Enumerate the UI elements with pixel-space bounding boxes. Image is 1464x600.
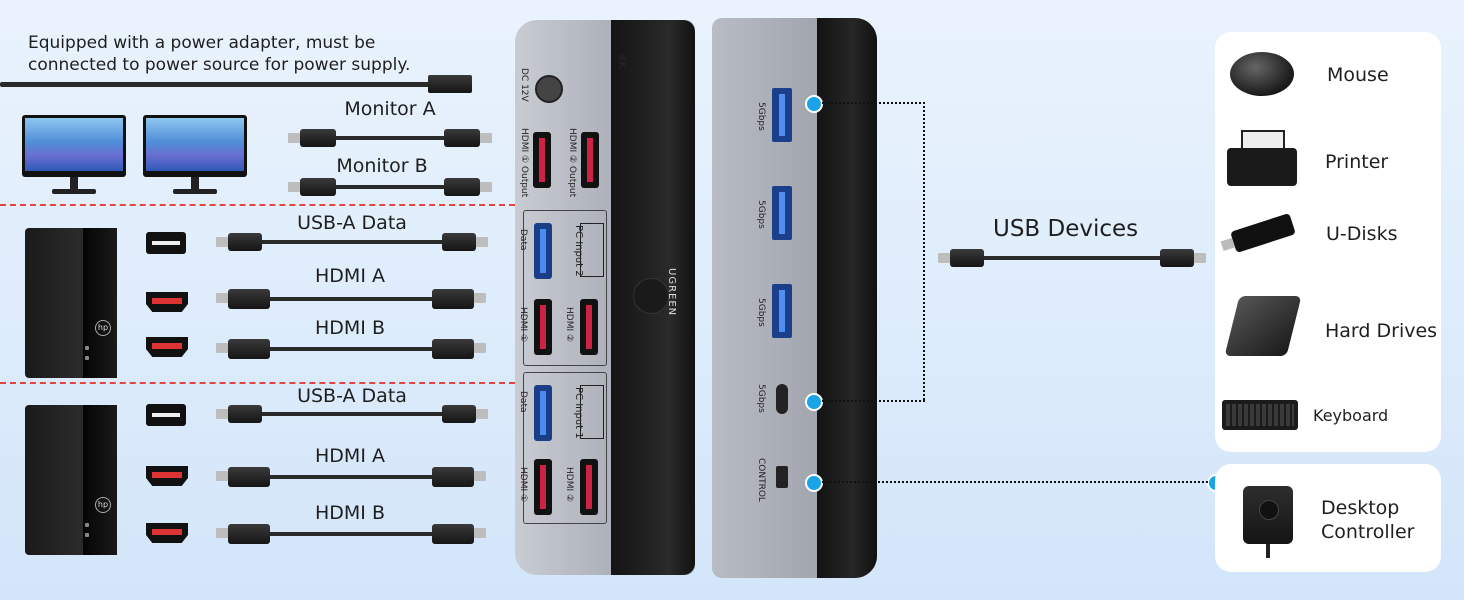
pc-tower-icon: hp: [25, 228, 117, 378]
pc-tower-icon: hp: [25, 405, 117, 555]
printer-icon: [1227, 130, 1297, 186]
hdmi-port: [534, 459, 552, 515]
hdmi-output-2-label: HDMI ② Output: [567, 128, 577, 198]
hdmi-plug-icon: [432, 339, 486, 359]
monitor-b-icon: [143, 115, 247, 195]
usb-c-port: [776, 384, 788, 414]
usb-plug-icon: [1160, 249, 1206, 267]
usb-cable: [235, 412, 475, 416]
device-label-printer: Printer: [1325, 151, 1389, 173]
pc2-hdmi-a-label: HDMI A: [315, 445, 385, 467]
dc-label: DC 12V: [519, 68, 529, 102]
switch-button[interactable]: [633, 278, 669, 314]
hdmi-port: [580, 299, 598, 355]
hdmi-port: [580, 459, 598, 515]
power-cable: [0, 82, 440, 87]
usb-devices-label: USB Devices: [993, 216, 1139, 242]
hdmi-plug-icon: [444, 178, 492, 196]
device-label-keyboard: Keyboard: [1313, 406, 1389, 425]
hdmi-port: [534, 299, 552, 355]
hdmi-plug-icon: [432, 467, 486, 487]
hdmi-cable: [230, 475, 480, 479]
pc1-hdmi-a-label: HDMI A: [315, 265, 385, 287]
pc-input-1-label: PC Input 1: [573, 387, 584, 439]
hdmi-cable: [230, 297, 480, 301]
pc2-hdmi-b-label: HDMI B: [315, 502, 385, 524]
control-port: [776, 466, 788, 488]
desktop-controller-icon: [1243, 486, 1293, 558]
usb-port-icon: [146, 232, 186, 254]
usb-a-port-1: [772, 88, 792, 142]
connection-dot: [805, 95, 823, 113]
device-label-mouse: Mouse: [1327, 64, 1389, 86]
pc-input-2-label: PC Input 2: [573, 225, 584, 277]
keyboard-icon: [1222, 400, 1298, 430]
hdmi-output-2-port: [581, 132, 599, 188]
dc-jack-icon: [535, 75, 563, 103]
divider-line: [0, 382, 515, 384]
controller-label: Desktop Controller: [1321, 497, 1415, 543]
monitor-a-label: Monitor A: [344, 98, 436, 120]
device-label-udisk: U-Disks: [1326, 223, 1398, 245]
kvm-switch-front: DC 12V 4K HDMI ① Output HDMI ② Output Da…: [515, 20, 695, 575]
usb-data-port: [534, 223, 552, 279]
connection-dot: [805, 474, 823, 492]
brand-label: UGREEN: [666, 268, 677, 317]
usb-plug-icon: [216, 405, 262, 423]
hdmi-plug-icon: [216, 524, 270, 544]
hdmi-port-icon: [146, 337, 188, 357]
hdmi-plug-icon: [444, 129, 492, 147]
dc-plug: [428, 75, 472, 93]
hdmi-port-icon: [146, 292, 188, 312]
monitor-a-cable: [310, 136, 470, 140]
hdmi-port-icon: [146, 466, 188, 486]
usb-plug-icon: [938, 249, 984, 267]
connection-dot: [805, 393, 823, 411]
hdmi-plug-icon: [288, 129, 336, 147]
usb-cable: [950, 256, 1195, 260]
pc-input-1-group: Data PC Input 1 HDMI ① HDMI ②: [518, 372, 607, 524]
hdmi-plug-icon: [288, 178, 336, 196]
hdmi-cable: [230, 347, 480, 351]
hdmi-plug-icon: [432, 524, 486, 544]
usb-plug-icon: [216, 233, 262, 251]
monitor-a-icon: [22, 115, 126, 195]
monitor-b-cable: [310, 185, 470, 189]
usb-plug-icon: [442, 405, 488, 423]
usb-plug-icon: [442, 233, 488, 251]
monitor-b-label: Monitor B: [336, 155, 428, 177]
mouse-icon: [1230, 52, 1294, 96]
usb-a-port-2: [772, 186, 792, 240]
4k-badge: 4K: [616, 54, 627, 69]
hdmi-output-1-label: HDMI ① Output: [519, 128, 529, 198]
hdmi-port-icon: [146, 523, 188, 543]
pc2-usb-label: USB-A Data: [297, 385, 407, 407]
hdmi-plug-icon: [216, 289, 270, 309]
power-note: Equipped with a power adapter, must be c…: [28, 33, 411, 75]
hdmi-output-1-port: [533, 132, 551, 188]
hdmi-plug-icon: [432, 289, 486, 309]
pc1-usb-label: USB-A Data: [297, 212, 407, 234]
hdmi-plug-icon: [216, 339, 270, 359]
kvm-switch-back: 5Gbps 5Gbps 5Gbps 5Gbps CONTROL: [712, 18, 877, 578]
divider-line: [0, 204, 515, 206]
device-label-hard-drives: Hard Drives: [1325, 320, 1438, 342]
usb-port-icon: [146, 404, 186, 426]
hdmi-cable: [230, 532, 480, 536]
usb-a-port-3: [772, 284, 792, 338]
pc-input-2-group: Data PC Input 2 HDMI ① HDMI ②: [518, 210, 607, 366]
usb-data-port: [534, 385, 552, 441]
hdmi-plug-icon: [216, 467, 270, 487]
pc1-hdmi-b-label: HDMI B: [315, 317, 385, 339]
usb-cable: [235, 240, 475, 244]
